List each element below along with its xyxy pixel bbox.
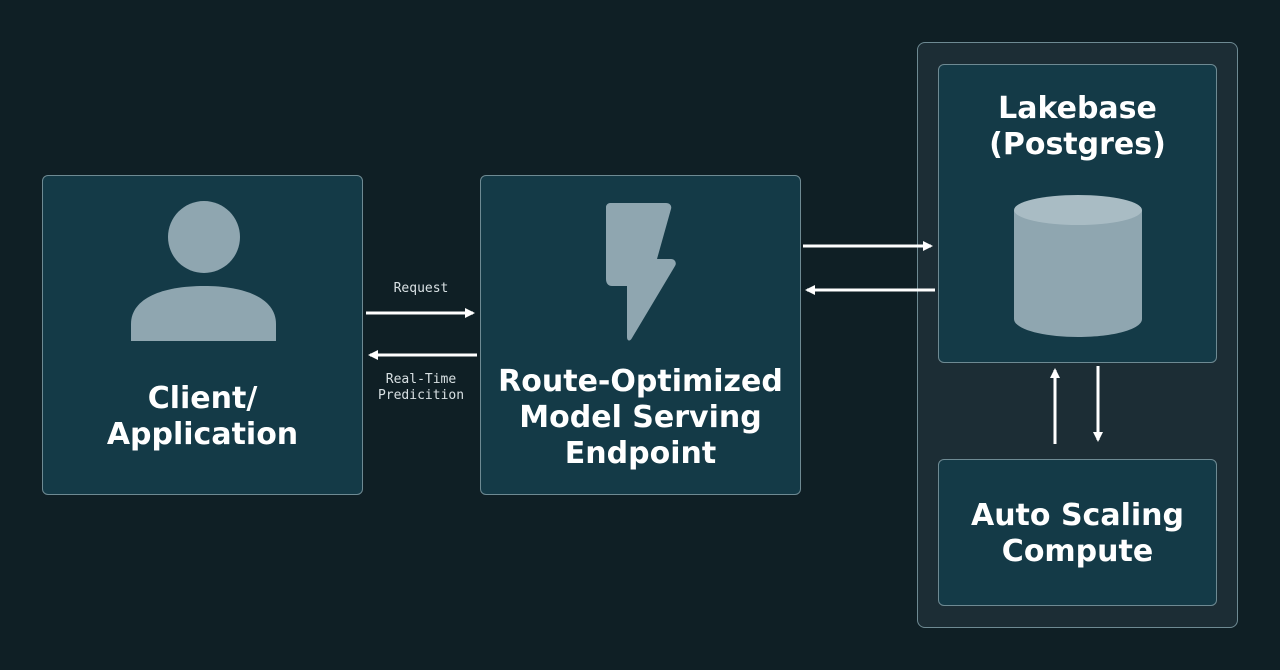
lakebase-label: Lakebase (Postgres) bbox=[989, 91, 1166, 162]
request-label: Request bbox=[393, 281, 449, 296]
auto-scaling-compute-label: Auto Scaling Compute bbox=[970, 498, 1184, 569]
client-application-box: Client/ Application bbox=[42, 175, 363, 495]
prediction-label: Real-Time Predicition bbox=[377, 372, 465, 403]
auto-scaling-compute-box: Auto Scaling Compute bbox=[938, 459, 1217, 606]
user-icon bbox=[131, 201, 276, 341]
model-serving-endpoint-label: Route-Optimized Model Serving Endpoint bbox=[498, 364, 783, 471]
database-cylinder-icon bbox=[1014, 195, 1142, 337]
lakebase-box: Lakebase (Postgres) bbox=[938, 64, 1217, 363]
client-application-label: Client/ Application bbox=[106, 381, 299, 452]
model-serving-endpoint-box: Route-Optimized Model Serving Endpoint bbox=[480, 175, 801, 495]
lightning-icon bbox=[606, 203, 676, 341]
